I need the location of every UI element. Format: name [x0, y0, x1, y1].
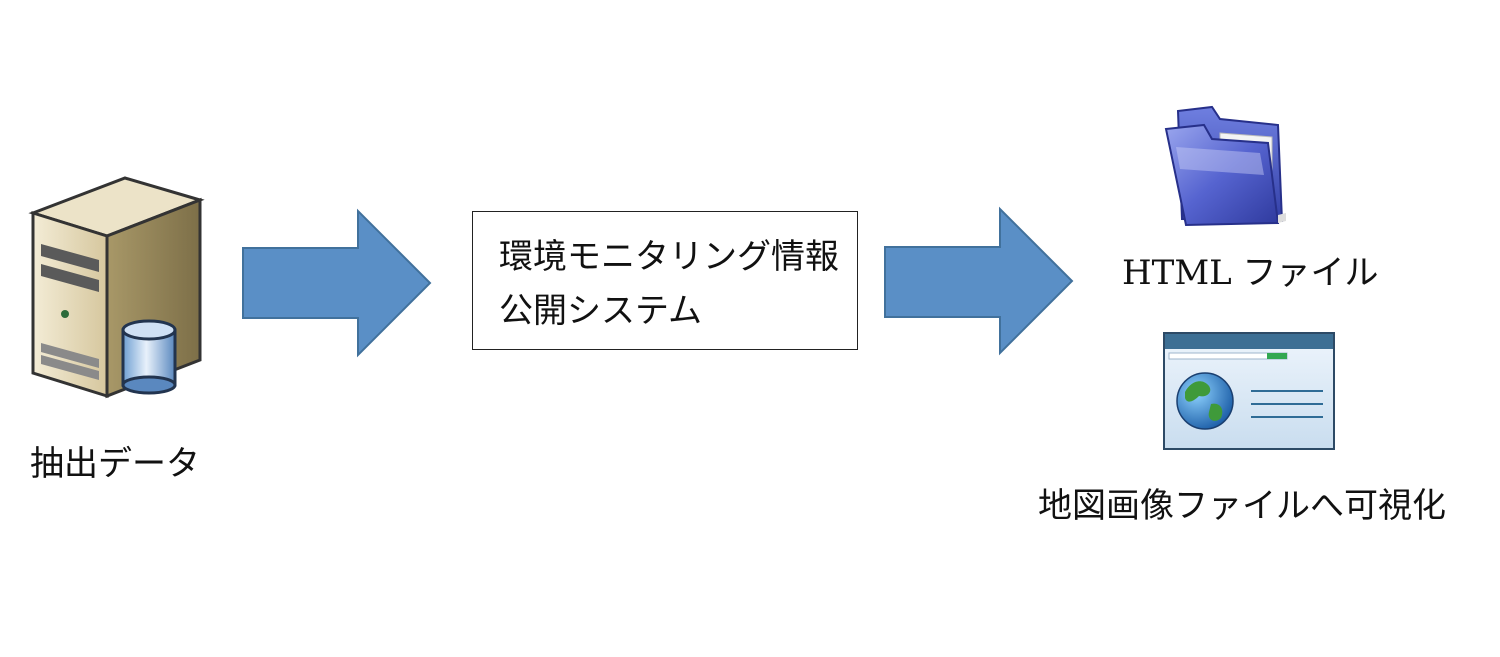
- source-label: 抽出データ: [30, 444, 200, 484]
- system-label: 環境モニタリング情報 公開システム: [499, 230, 839, 338]
- html-file-label: HTML ファイル: [1122, 253, 1379, 293]
- system-label-line2: 公開システム: [499, 291, 702, 331]
- arrow-right-2: [884, 206, 1074, 356]
- map-image-label: 地図画像ファイルへ可視化: [1038, 486, 1446, 526]
- folder-icon: [1164, 105, 1286, 227]
- arrow-right-1: [242, 208, 432, 358]
- system-label-line1: 環境モニタリング情報: [499, 237, 839, 277]
- web-page-globe-icon: [1163, 332, 1335, 450]
- system-box: 環境モニタリング情報 公開システム: [472, 211, 858, 350]
- database-server-icon: [28, 176, 205, 399]
